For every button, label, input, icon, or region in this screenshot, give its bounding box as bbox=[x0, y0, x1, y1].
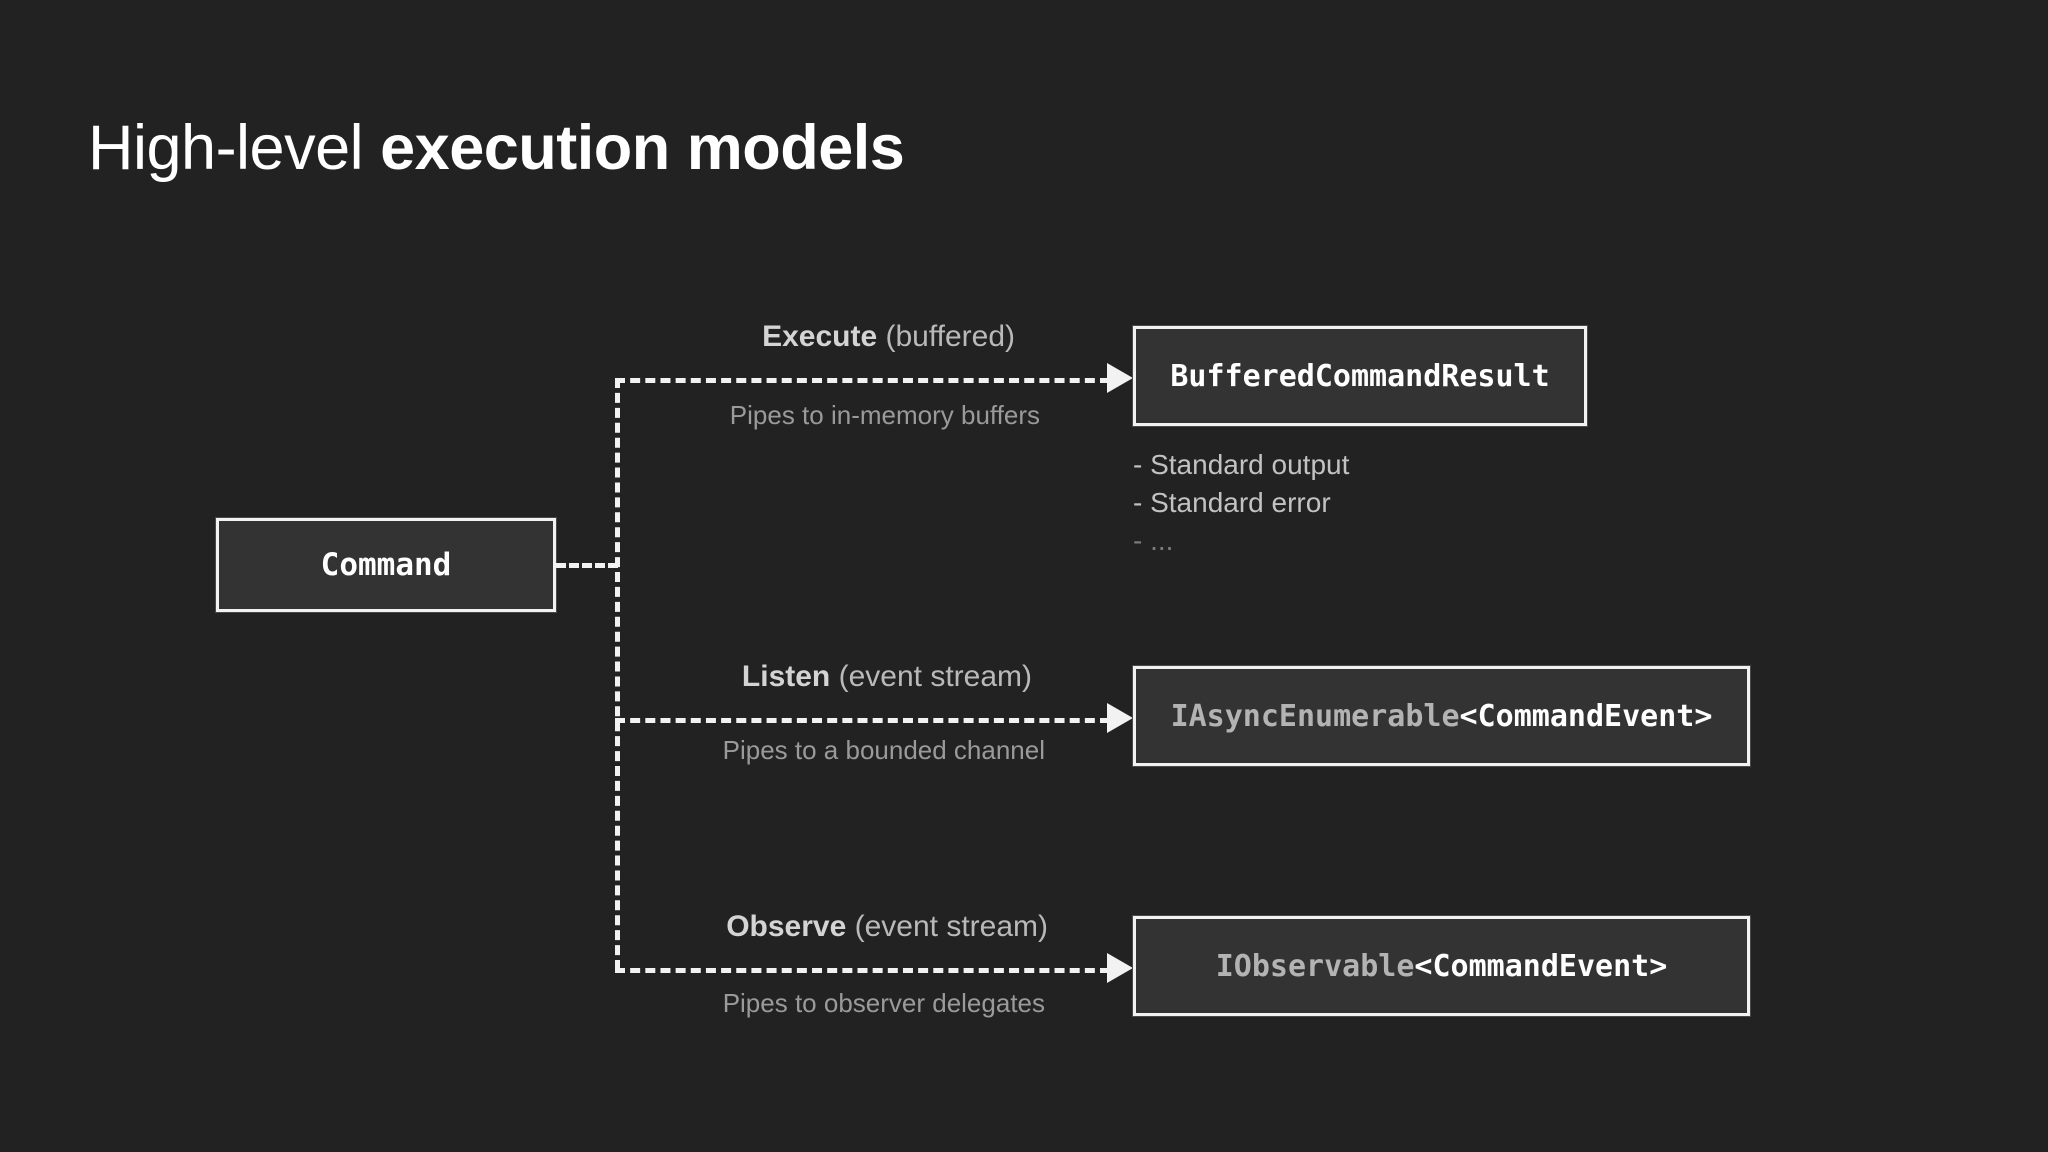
node-buffered-command-result-label: BufferedCommandResult bbox=[1170, 358, 1550, 394]
branch-label-execute: Execute (buffered) bbox=[762, 320, 1015, 354]
title-bold-part: execution models bbox=[380, 113, 905, 183]
connector-stub bbox=[556, 563, 618, 568]
branch-sublabel-observe: Pipes to observer delegates bbox=[722, 988, 1045, 1018]
list-item: - ... bbox=[1133, 524, 1174, 556]
page-title: High-level execution models bbox=[88, 112, 905, 184]
connector-branch-execute bbox=[615, 378, 1110, 383]
connector-branch-observe bbox=[615, 968, 1110, 973]
branch-label-listen: Listen (event stream) bbox=[742, 660, 1032, 694]
list-item: - Standard error bbox=[1133, 486, 1331, 518]
node-iobservable: IObservable<CommandEvent> bbox=[1132, 915, 1751, 1017]
arrowhead-icon-observe bbox=[1107, 953, 1133, 983]
branch-sublabel-listen: Pipes to a bounded channel bbox=[722, 735, 1045, 765]
branch-label-execute-soft: (buffered) bbox=[877, 320, 1015, 353]
node-iasyncenumerable-generic: <CommandEvent> bbox=[1459, 698, 1713, 734]
arrowhead-icon-listen bbox=[1107, 703, 1133, 733]
node-command: Command bbox=[215, 517, 557, 613]
branch-label-listen-soft: (event stream) bbox=[830, 660, 1032, 693]
branch-label-observe-soft: (event stream) bbox=[846, 910, 1048, 943]
branch-label-execute-strong: Execute bbox=[762, 320, 878, 353]
node-buffered-command-result: BufferedCommandResult bbox=[1132, 325, 1588, 427]
buffered-result-member-list: - Standard output - Standard error - ... bbox=[1133, 446, 1349, 559]
branch-label-listen-strong: Listen bbox=[741, 660, 831, 693]
node-iobservable-label: IObservable bbox=[1215, 948, 1415, 984]
connector-branch-listen bbox=[615, 718, 1110, 723]
title-regular-part: High-level bbox=[88, 113, 381, 183]
list-item: - Standard output bbox=[1133, 449, 1350, 480]
connector-vertical-spine bbox=[615, 378, 620, 970]
node-iobservable-generic: <CommandEvent> bbox=[1414, 948, 1668, 984]
node-iasyncenumerable: IAsyncEnumerable<CommandEvent> bbox=[1132, 665, 1751, 767]
node-iasyncenumerable-label: IAsyncEnumerable bbox=[1170, 698, 1460, 734]
arrowhead-icon-execute bbox=[1107, 363, 1133, 393]
branch-label-observe-strong: Observe bbox=[726, 910, 847, 943]
branch-sublabel-execute: Pipes to in-memory buffers bbox=[729, 400, 1040, 430]
node-command-label: Command bbox=[320, 547, 452, 583]
branch-label-observe: Observe (event stream) bbox=[726, 910, 1048, 944]
